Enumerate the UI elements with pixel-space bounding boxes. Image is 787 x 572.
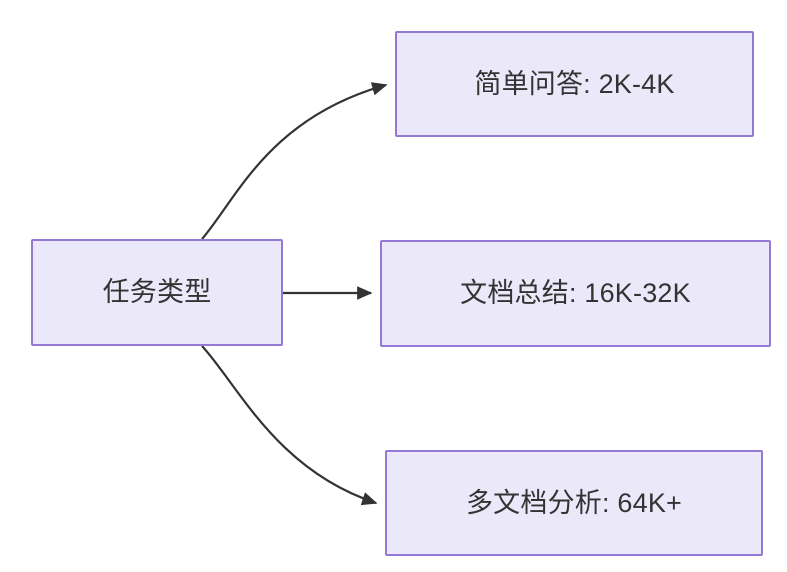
node-doc-summary-label: 文档总结: 16K-32K — [460, 278, 691, 309]
edge-root-to-simple-qa — [201, 82, 388, 240]
edge-root-to-multidoc — [201, 345, 378, 506]
node-simple-qa-label: 简单问答: 2K-4K — [474, 68, 675, 99]
node-doc-summary[interactable]: 文档总结: 16K-32K — [380, 240, 771, 347]
node-multidoc-analysis[interactable]: 多文档分析: 64K+ — [385, 450, 763, 556]
node-task-type[interactable]: 任务类型 — [31, 239, 283, 346]
node-multidoc-analysis-label: 多文档分析: 64K+ — [465, 487, 682, 518]
node-simple-qa[interactable]: 简单问答: 2K-4K — [395, 31, 754, 137]
node-task-type-label: 任务类型 — [102, 277, 212, 308]
